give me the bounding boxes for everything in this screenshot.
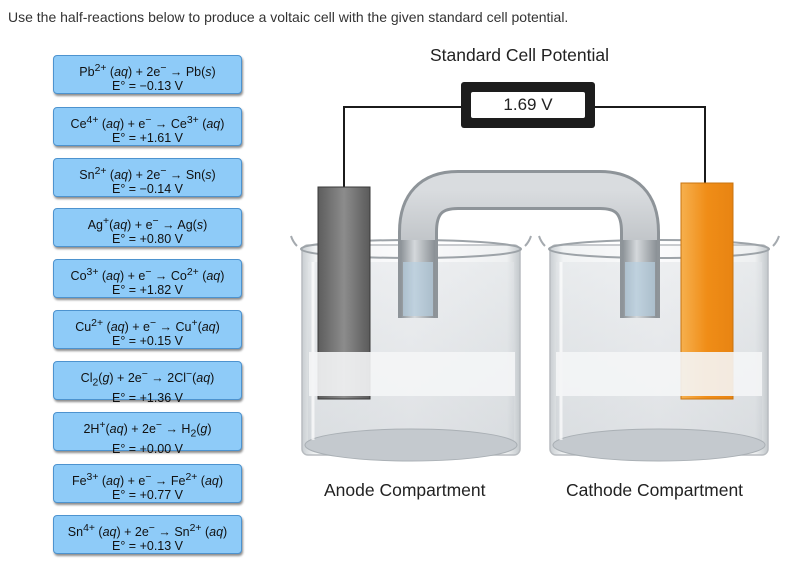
cathode-wire <box>594 106 706 184</box>
half-reaction-card[interactable]: Fe3+ (aq) + e− → Fe2+ (aq)E° = +0.77 V <box>53 464 242 503</box>
half-reaction-potential: E° = +1.61 V <box>111 131 184 146</box>
standard-cell-potential-title: Standard Cell Potential <box>430 45 609 65</box>
half-reaction-equation: Pb2+ (aq) + 2e− → Pb(s) <box>79 63 216 80</box>
half-reaction-equation: Sn4+ (aq) + 2e− → Sn2+ (aq) <box>67 523 228 540</box>
instructions: Use the half-reactions below to produce … <box>8 9 569 25</box>
half-reaction-card[interactable]: Cu2+ (aq) + e− → Cu+(aq)E° = +0.15 V <box>53 310 242 349</box>
half-reaction-card[interactable]: Co3+ (aq) + e− → Co2+ (aq)E° = +1.82 V <box>53 259 242 298</box>
voltmeter-reading: 1.69 V <box>471 92 585 118</box>
half-reaction-potential: E° = +1.36 V <box>111 390 184 405</box>
half-reaction-potential: E° = +1.82 V <box>111 283 184 298</box>
half-reaction-potential: E° = −0.14 V <box>111 182 184 197</box>
anode-compartment-label: Anode Compartment <box>324 480 486 500</box>
half-reaction-equation: Fe3+ (aq) + e− → Fe2+ (aq) <box>71 472 224 489</box>
salt-bridge <box>398 170 660 318</box>
half-reaction-potential: E° = −0.13 V <box>111 79 184 94</box>
half-reaction-equation: 2H+(aq) + 2e− → H2(g) <box>83 420 212 440</box>
half-reaction-potential: E° = +0.77 V <box>111 488 184 503</box>
half-reaction-potential: E° = +0.00 V <box>111 441 184 456</box>
half-reaction-card[interactable]: Ce4+ (aq) + e− → Ce3+ (aq)E° = +1.61 V <box>53 107 242 146</box>
voltmeter: 1.69 V <box>461 82 595 128</box>
half-reaction-card[interactable]: 2H+(aq) + 2e− → H2(g)E° = +0.00 V <box>53 412 242 456</box>
cathode-drop-slot[interactable] <box>556 352 762 396</box>
half-reaction-equation: Co3+ (aq) + e− → Co2+ (aq) <box>70 267 225 284</box>
half-reaction-equation: Cl2(g) + 2e− → 2Cl−(aq) <box>80 369 215 389</box>
half-reaction-card[interactable]: Pb2+ (aq) + 2e− → Pb(s)E° = −0.13 V <box>53 55 242 94</box>
half-reaction-potential: E° = +0.13 V <box>111 539 184 554</box>
cathode-compartment-label: Cathode Compartment <box>566 480 744 500</box>
half-reaction-equation: Sn2+ (aq) + 2e− → Sn(s) <box>79 166 216 183</box>
half-reaction-card[interactable]: Sn4+ (aq) + 2e− → Sn2+ (aq)E° = +0.13 V <box>53 515 242 554</box>
half-reaction-card[interactable]: Cl2(g) + 2e− → 2Cl−(aq)E° = +1.36 V <box>53 361 242 405</box>
half-reaction-equation: Ce4+ (aq) + e− → Ce3+ (aq) <box>70 115 225 132</box>
half-reaction-equation: Ag+(aq) + e− → Ag(s) <box>87 216 208 233</box>
half-reaction-equation: Cu2+ (aq) + e− → Cu+(aq) <box>75 318 220 335</box>
half-reaction-card[interactable]: Ag+(aq) + e− → Ag(s)E° = +0.80 V <box>53 208 242 247</box>
anode-drop-slot[interactable] <box>309 352 515 396</box>
half-reaction-potential: E° = +0.80 V <box>111 232 184 247</box>
anode-wire <box>343 106 462 188</box>
half-reaction-card[interactable]: Sn2+ (aq) + 2e− → Sn(s)E° = −0.14 V <box>53 158 242 197</box>
half-reaction-potential: E° = +0.15 V <box>111 334 184 349</box>
